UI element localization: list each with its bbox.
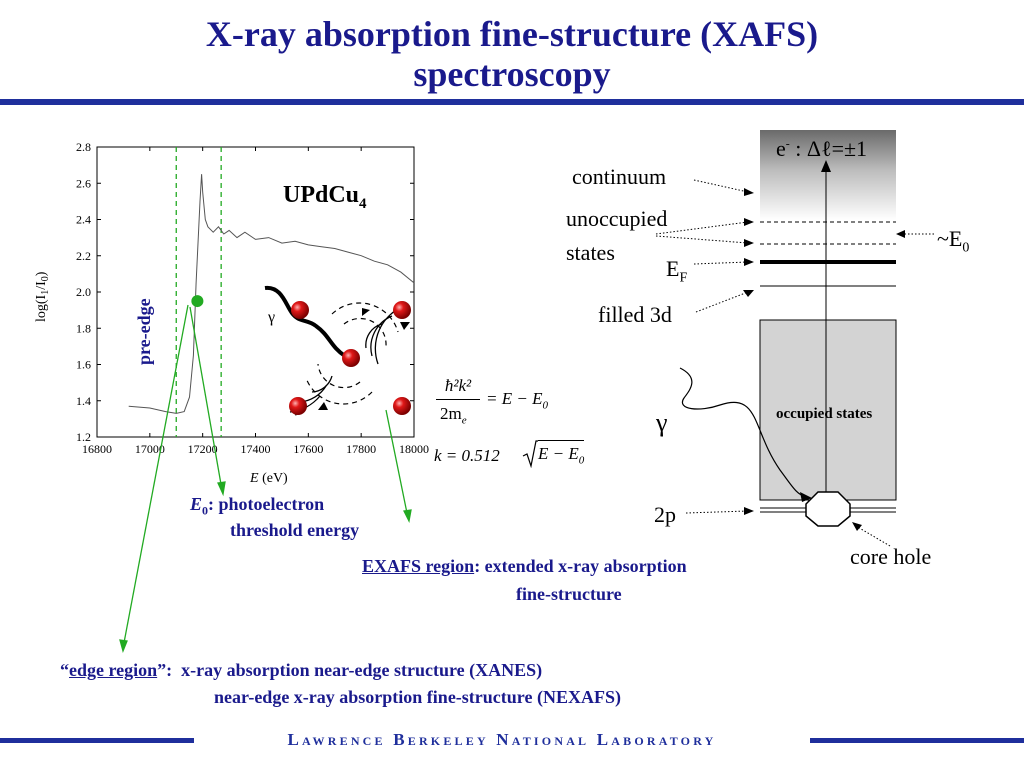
chart-title: UPdCu4 bbox=[283, 182, 367, 212]
eq2-lhs: k = 0.512 bbox=[434, 446, 500, 465]
exafs-region-link: EXAFS region bbox=[362, 556, 475, 576]
x-tick-label: 17000 bbox=[135, 442, 165, 456]
e0-note-line-2: threshold energy bbox=[230, 520, 360, 540]
fraction-bar bbox=[436, 399, 480, 400]
footer: Lawrence Berkeley National Laboratory bbox=[0, 731, 1024, 749]
e0-arrow bbox=[189, 306, 223, 491]
exafs-note-line-2: fine-structure bbox=[516, 584, 622, 604]
sqrt-icon bbox=[522, 440, 538, 468]
photon-path bbox=[679, 367, 807, 498]
y-tick-label: 2.4 bbox=[76, 213, 91, 227]
occupied-states-box bbox=[759, 319, 897, 501]
continuum-label: continuum bbox=[572, 164, 667, 189]
footer-bar-right bbox=[810, 738, 1024, 743]
arrow-head-icon bbox=[403, 509, 412, 524]
backscattered-waves bbox=[305, 302, 399, 405]
eq1-rhs: = E − E0 bbox=[486, 389, 548, 412]
y-tick-label: 1.6 bbox=[76, 358, 91, 372]
e0-marker bbox=[191, 295, 204, 308]
2p-label: 2p bbox=[654, 502, 676, 527]
chart-axes: 16800 17000 17200 17400 17600 17800 18000 1.2 1.… bbox=[76, 140, 429, 456]
top-rule bbox=[0, 99, 1024, 105]
page-title: X-ray absorption fine-structure (XAFS) s… bbox=[0, 14, 1024, 94]
equations: ħ²k² 2me = E − E0 k = 0.512 E − E0 bbox=[430, 376, 590, 476]
xafs-spectrum-chart: 16800 17000 17200 17400 17600 17800 18000 1.2 1.… bbox=[34, 140, 429, 486]
title-line-2: spectroscopy bbox=[413, 54, 611, 94]
photon-wave-icon bbox=[264, 285, 347, 358]
filled-3d-label: filled 3d bbox=[598, 302, 672, 327]
y-tick-label: 1.8 bbox=[76, 321, 91, 335]
arrow-head-icon bbox=[119, 639, 128, 654]
edge-region-link: edge region bbox=[69, 660, 158, 680]
gamma-label: γ bbox=[656, 408, 668, 437]
spectrum-line bbox=[128, 174, 415, 414]
y-tick-label: 2.6 bbox=[76, 176, 91, 190]
e0-level-label: ~E0 bbox=[937, 226, 970, 256]
pre-edge-label: pre-edge bbox=[134, 298, 154, 365]
edge-guides bbox=[175, 147, 222, 437]
selection-rule-label: e- : Δℓ=±1 bbox=[776, 136, 868, 161]
atom-icon bbox=[291, 301, 309, 319]
y-tick-label: 1.4 bbox=[76, 394, 91, 408]
absorber-atom-icon bbox=[342, 349, 360, 367]
states-label: states bbox=[566, 240, 615, 265]
atom-icon bbox=[393, 397, 411, 415]
x-tick-label: 16800 bbox=[82, 442, 112, 456]
x-tick-label: 17600 bbox=[293, 442, 323, 456]
y-tick-label: 1.2 bbox=[76, 430, 91, 444]
edge-region-arrow bbox=[122, 304, 189, 649]
fermi-label: EF bbox=[666, 256, 688, 286]
arrow-head-icon bbox=[217, 481, 226, 497]
gamma-small-label: γ bbox=[267, 309, 275, 326]
eq1-denominator: 2me bbox=[440, 404, 467, 427]
e0-note-line-1: E0: photoelectron bbox=[190, 494, 325, 518]
x-tick-label: 18000 bbox=[399, 442, 429, 456]
unoccupied-label: unoccupied bbox=[566, 206, 668, 231]
arrow-head-icon bbox=[821, 160, 831, 172]
x-tick-label: 17200 bbox=[188, 442, 218, 456]
core-hole-label: core hole bbox=[850, 544, 932, 569]
eq1-numerator: ħ²k² bbox=[444, 376, 472, 395]
title-line-1: X-ray absorption fine-structure (XAFS) bbox=[205, 14, 819, 54]
atom-icon bbox=[289, 397, 307, 415]
exafs-arrow bbox=[385, 409, 409, 519]
continuum-band bbox=[760, 130, 896, 220]
arrow-head-icon bbox=[800, 492, 812, 502]
x-tick-label: 17400 bbox=[241, 442, 271, 456]
x-tick-label: 17800 bbox=[346, 442, 376, 456]
x-axis-label: E (eV) bbox=[249, 471, 288, 486]
atom-icon bbox=[393, 301, 411, 319]
y-tick-label: 2.2 bbox=[76, 249, 91, 263]
occupied-states-label: occupied states bbox=[776, 406, 872, 422]
y-tick-label: 2.8 bbox=[76, 140, 91, 154]
exafs-note-line-1: EXAFS region: extended x-ray absorption bbox=[362, 556, 687, 576]
scattering-illustration: γ bbox=[264, 285, 411, 416]
y-tick-label: 2.0 bbox=[76, 285, 91, 299]
y-axis-label: log(I1/I0) bbox=[34, 271, 51, 322]
leader-lines bbox=[655, 179, 934, 547]
leader-arrowheads bbox=[743, 188, 905, 531]
edge-note-line-2: near-edge x-ray absorption fine-structur… bbox=[214, 687, 621, 707]
eq2-radicand: E − E0 bbox=[538, 440, 585, 466]
core-hole-icon bbox=[805, 491, 851, 527]
footer-bar-left bbox=[0, 738, 194, 743]
footer-text: Lawrence Berkeley National Laboratory bbox=[287, 730, 717, 749]
edge-note-line-1: “edge region”: x-ray absorption near-edg… bbox=[60, 660, 543, 680]
